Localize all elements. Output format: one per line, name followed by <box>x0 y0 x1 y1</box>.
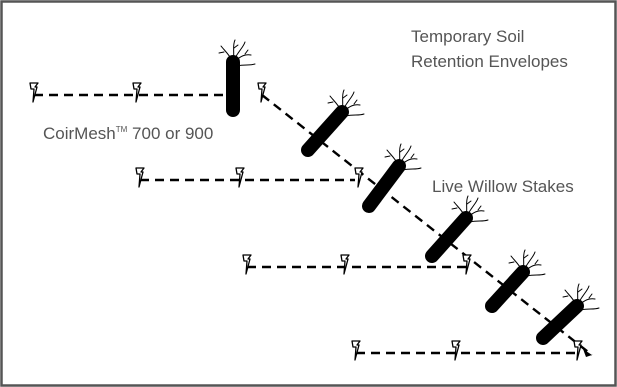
twig <box>477 205 482 211</box>
peg-marker <box>351 340 361 361</box>
twig <box>329 95 343 113</box>
twig <box>327 101 334 104</box>
twig <box>236 63 256 67</box>
willow-stake <box>536 283 600 345</box>
peg-marker <box>573 340 583 361</box>
label-coirmesh-tm: TM <box>116 125 128 134</box>
stake-body <box>362 159 406 213</box>
twig <box>400 158 418 166</box>
twig <box>402 167 422 171</box>
twig <box>410 153 415 159</box>
twig <box>465 195 469 219</box>
label-coirmesh: CoirMeshTM 700 or 900 <box>43 124 213 143</box>
peg-marker <box>354 167 364 188</box>
slope-line <box>261 94 593 356</box>
twig <box>469 219 489 223</box>
twig <box>510 255 524 273</box>
label-envelopes-line1: Temporary Soil <box>411 27 524 46</box>
twig <box>384 155 391 158</box>
twig <box>386 149 400 167</box>
label-coirmesh-main: CoirMesh <box>43 124 116 143</box>
twig <box>232 39 236 63</box>
twig <box>342 94 348 99</box>
peg-marker <box>242 254 252 275</box>
twig <box>399 148 405 153</box>
stake-body <box>301 105 349 157</box>
willow-stake <box>301 89 365 157</box>
twig <box>345 113 365 117</box>
twig <box>524 264 542 272</box>
peg-marker <box>340 254 350 275</box>
willow-stake <box>425 195 489 263</box>
twig <box>399 145 412 165</box>
peg-marker <box>135 167 145 188</box>
twig <box>523 254 529 259</box>
willow-stakes <box>218 39 600 345</box>
stake-body <box>536 299 584 345</box>
label-coirmesh-rest: 700 or 900 <box>127 124 213 143</box>
twig <box>467 210 485 218</box>
twig <box>398 143 402 167</box>
envelope-lines <box>34 93 580 355</box>
twig <box>534 259 539 265</box>
twig <box>353 99 358 105</box>
twig <box>466 200 472 205</box>
twig <box>522 249 526 273</box>
twig <box>588 293 593 299</box>
twig <box>343 104 361 112</box>
peg-marker <box>235 167 245 188</box>
twig <box>234 54 252 62</box>
twig <box>218 51 225 54</box>
twig <box>564 289 578 307</box>
willow-stake <box>485 249 546 313</box>
stake-body <box>425 211 473 263</box>
label-envelopes-line2: Retention Envelopes <box>411 52 568 71</box>
willow-stake <box>218 39 256 117</box>
peg-marker <box>132 82 142 103</box>
twig <box>576 283 580 307</box>
twig <box>508 261 515 264</box>
peg-marker <box>451 340 461 361</box>
twig <box>523 251 536 271</box>
twig <box>233 41 246 61</box>
twig <box>342 91 355 111</box>
twig <box>220 45 234 63</box>
label-willow: Live Willow Stakes <box>432 177 574 196</box>
twig <box>453 201 467 219</box>
willow-stake <box>362 143 422 213</box>
twig <box>244 49 249 55</box>
stake-body <box>485 265 530 313</box>
twig <box>451 207 458 210</box>
twig <box>466 197 479 217</box>
peg-marker <box>257 82 267 103</box>
peg-marker <box>462 254 472 275</box>
twig <box>577 288 583 293</box>
twig <box>578 298 596 306</box>
peg-markers <box>29 82 583 361</box>
twig <box>526 273 546 277</box>
twig <box>562 295 569 298</box>
twig <box>580 307 600 311</box>
twig <box>577 285 590 305</box>
slope-arrowhead <box>583 349 592 357</box>
twig <box>341 89 345 113</box>
twig <box>233 44 239 49</box>
peg-marker <box>29 82 39 103</box>
